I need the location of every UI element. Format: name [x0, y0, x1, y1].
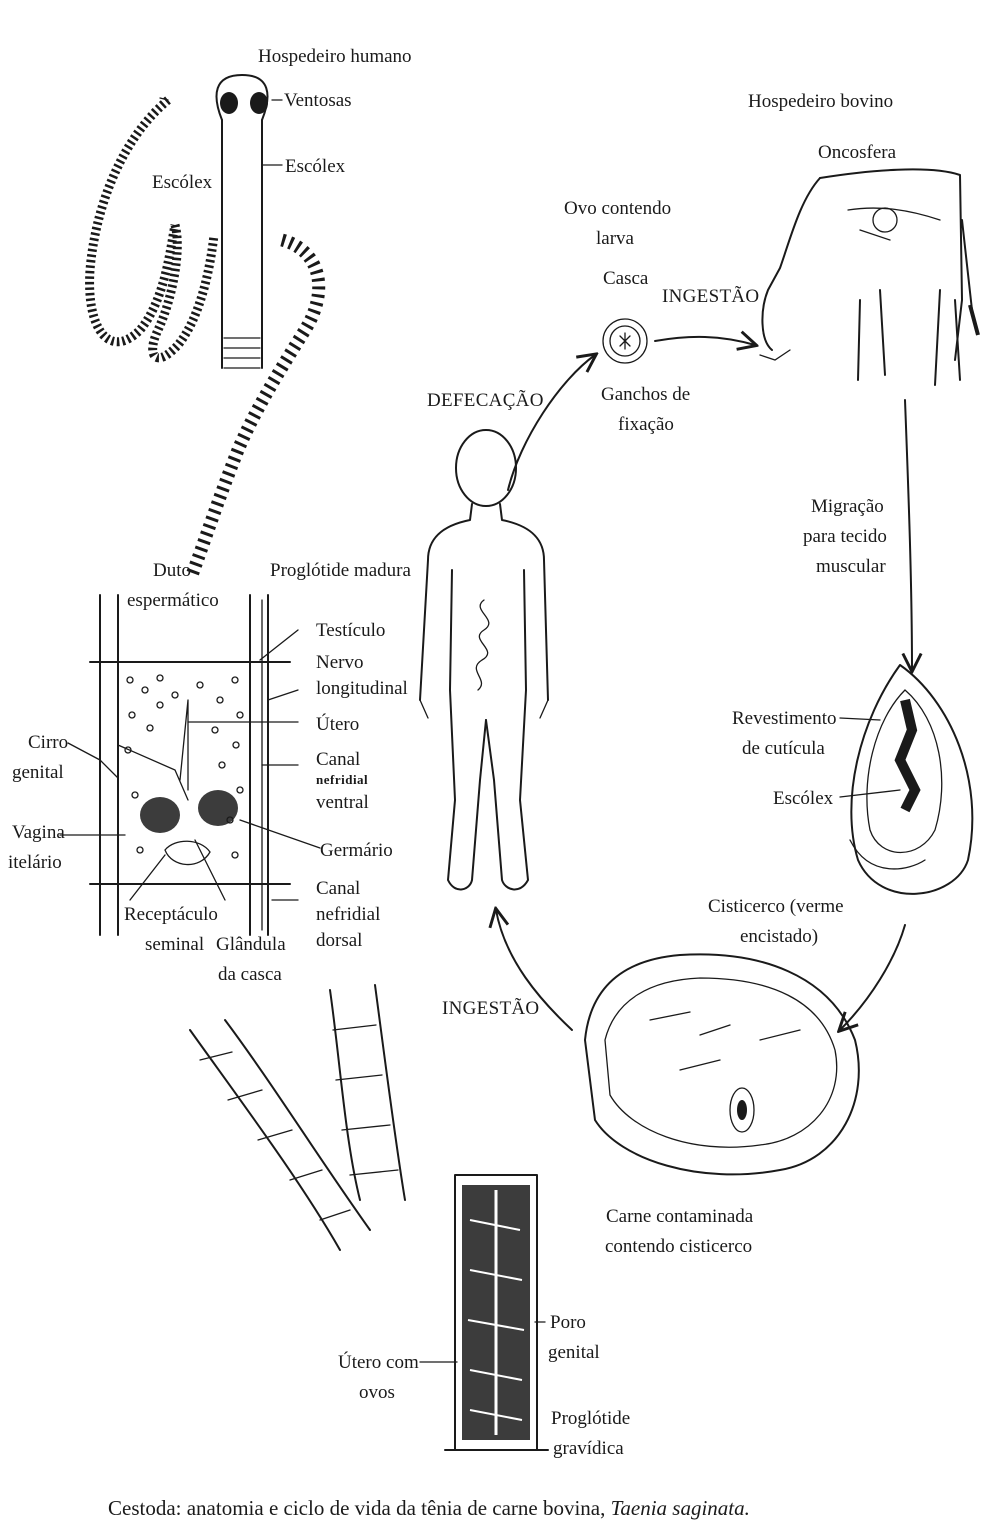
label-larva: larva	[596, 228, 635, 249]
caption-species: Taenia saginata.	[611, 1496, 750, 1520]
label-dorsal: dorsal	[316, 930, 362, 951]
label-receptaculo: Receptáculo	[124, 904, 218, 925]
label-carne: Carne contaminada	[606, 1206, 754, 1227]
label-muscular: muscular	[816, 556, 886, 577]
label-glandula: Glândula	[216, 934, 286, 955]
label-escolex-right: Escólex	[285, 156, 346, 177]
label-genital: genital	[12, 762, 64, 783]
egg-drawing	[603, 319, 647, 363]
label-casca: Casca	[603, 268, 649, 289]
cysticercus-drawing	[850, 665, 972, 894]
label-cirro: Cirro	[28, 732, 68, 753]
label-espermatico: espermático	[127, 590, 219, 611]
label-ingestao-left: INGESTÃO	[442, 997, 539, 1019]
label-genital-poro: genital	[548, 1342, 600, 1363]
label-fixacao: fixação	[618, 414, 674, 435]
life-cycle-arrows	[496, 337, 912, 1030]
label-revestimento: Revestimento	[732, 708, 836, 729]
label-ovos: ovos	[359, 1382, 395, 1403]
gravid-proglottid-drawing	[445, 1175, 548, 1450]
label-de-cuticula: de cutícula	[742, 738, 825, 759]
label-ingestao-top: INGESTÃO	[662, 285, 759, 307]
label-utero-com: Útero com	[338, 1351, 419, 1373]
label-ovo-contendo: Ovo contendo	[564, 198, 671, 219]
label-vitelario: itelário	[8, 852, 62, 873]
label-poro: Poro	[550, 1312, 586, 1333]
label-defecacao: DEFECAÇÃO	[427, 389, 544, 411]
label-seminal: seminal	[145, 934, 204, 955]
label-testiculo: Testículo	[316, 620, 385, 641]
label-nefridial-dorsal: nefridial	[316, 904, 380, 925]
label-utero: Útero	[316, 713, 359, 735]
label-para-tecido: para tecido	[803, 526, 887, 547]
label-ventral: ventral	[316, 792, 369, 813]
label-germario: Germário	[320, 840, 393, 861]
label-hospedeiro-bovino: Hospedeiro bovino	[748, 91, 893, 112]
label-ganchos-de: Ganchos de	[601, 384, 690, 405]
label-longitudinal: longitudinal	[316, 678, 408, 699]
label-vagina: Vagina	[12, 822, 65, 843]
diagram-labels: Hospedeiro humano Ventosas Escólex Escól…	[8, 46, 897, 1520]
label-oncosfera: Oncosfera	[818, 142, 897, 163]
label-cisticerco: Cisticerco (verme	[708, 896, 844, 917]
label-duto: Duto	[153, 560, 191, 581]
label-escolex-left: Escólex	[152, 172, 213, 193]
mature-proglottid-drawing	[90, 595, 290, 935]
figure-caption: Cestoda: anatomia e ciclo de vida da tên…	[108, 1496, 750, 1520]
label-nefridial-ventral: nefridial	[316, 772, 368, 787]
label-contendo-cisticerco: contendo cisticerco	[605, 1236, 752, 1257]
label-hospedeiro-humano: Hospedeiro humano	[258, 46, 412, 67]
label-ventosas: Ventosas	[284, 90, 352, 111]
adult-tapeworm-drawing	[90, 75, 319, 575]
label-gravidica: gravídica	[553, 1438, 624, 1459]
segment-chain-drawing	[190, 985, 405, 1250]
label-canal-dorsal: Canal	[316, 878, 360, 899]
label-proglotide: Proglótide	[551, 1408, 630, 1429]
contaminated-meat-drawing	[585, 954, 859, 1174]
label-da-casca: da casca	[218, 964, 282, 985]
label-encistado: encistado)	[740, 926, 818, 947]
label-proglotide-madura: Proglótide madura	[270, 560, 411, 581]
label-nervo: Nervo	[316, 652, 363, 673]
caption-text: Cestoda: anatomia e ciclo de vida da tên…	[108, 1496, 611, 1520]
label-escolex-cyst: Escólex	[773, 788, 834, 809]
bovine-host-drawing	[760, 169, 978, 385]
label-canal-ventral: Canal	[316, 749, 360, 770]
human-host-figure	[420, 430, 548, 889]
label-migracao: Migração	[811, 496, 884, 517]
